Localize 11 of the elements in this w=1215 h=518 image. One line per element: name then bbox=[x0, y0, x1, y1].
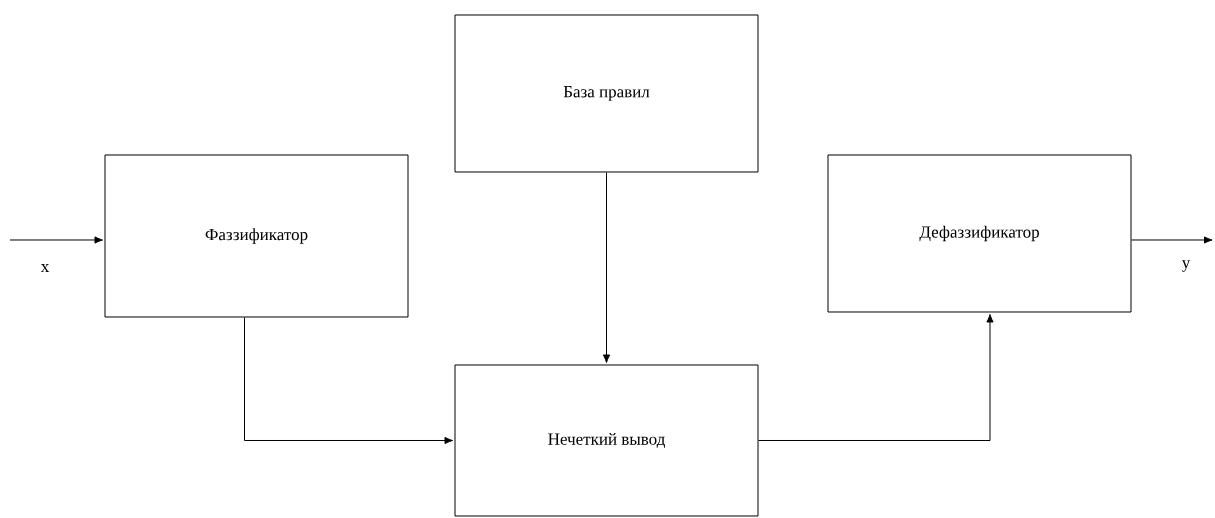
edge-label: x bbox=[40, 264, 50, 272]
process-box: Фаззификатор bbox=[104, 154, 409, 318]
arrow bbox=[1131, 236, 1213, 244]
arrow bbox=[244, 317, 454, 445]
edge-label: y bbox=[1181, 260, 1191, 272]
arrow bbox=[602, 172, 611, 364]
process-box: База правил bbox=[454, 14, 759, 173]
arrow bbox=[758, 313, 994, 441]
process-box: Нечеткий вывод bbox=[454, 364, 759, 517]
arrow bbox=[9, 236, 104, 244]
process-box: Дефаззификатор bbox=[827, 154, 1132, 313]
